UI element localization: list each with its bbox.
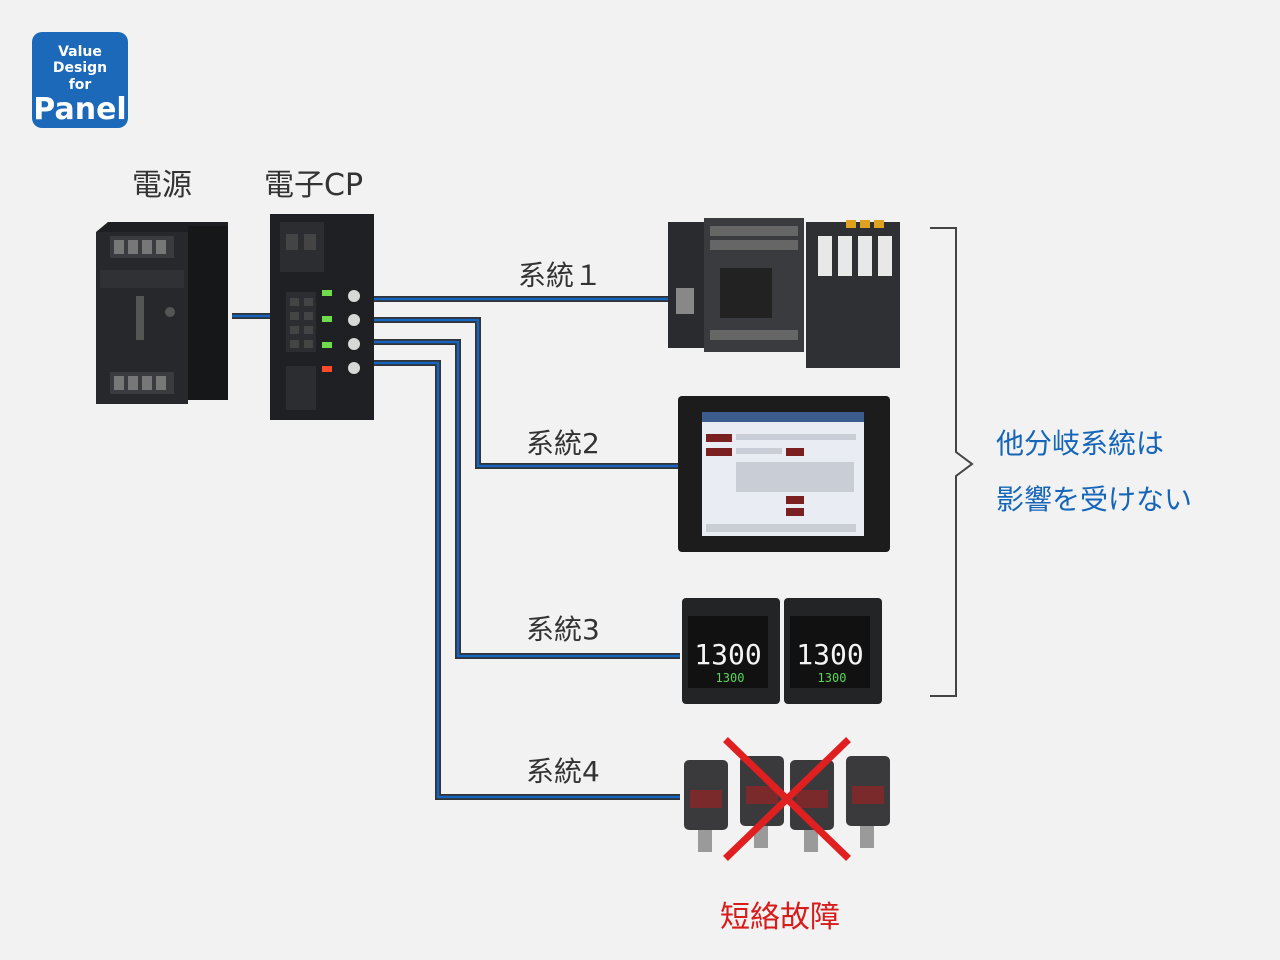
wire-system4 bbox=[366, 360, 680, 800]
wire-system3 bbox=[366, 339, 680, 659]
logo-line1: Value Design bbox=[52, 44, 108, 76]
svg-text:1300: 1300 bbox=[694, 638, 761, 671]
fault-cross-mark bbox=[723, 737, 851, 861]
note-line2: 影響を受けない bbox=[996, 483, 1193, 516]
value-design-logo: Value Design for Panel bbox=[32, 32, 128, 128]
temperature-controller-right: 1300 1300 bbox=[784, 598, 882, 704]
power-supply-label: 電源 bbox=[132, 168, 192, 203]
svg-text:1300: 1300 bbox=[796, 638, 863, 671]
note-text: 他分岐系統は 影響を受けない bbox=[996, 416, 1192, 528]
system3-label: 系統3 bbox=[526, 613, 600, 646]
sensor-1 bbox=[684, 760, 728, 852]
note-line1: 他分岐系統は bbox=[996, 427, 1165, 460]
electronic-cp-unit bbox=[270, 214, 374, 420]
system1-label: 系統１ bbox=[518, 259, 603, 292]
logo-line3: Panel bbox=[33, 92, 127, 127]
system2-label: 系統2 bbox=[526, 427, 600, 460]
right-brace bbox=[930, 227, 974, 697]
power-supply-unit bbox=[96, 222, 228, 404]
electronic-cp-label: 電子CP bbox=[264, 168, 364, 203]
logo-line2: for bbox=[68, 77, 92, 93]
hmi-touch-panel bbox=[678, 396, 890, 552]
photoelectric-sensors bbox=[684, 756, 890, 852]
fault-label: 短絡故障 bbox=[720, 900, 840, 935]
plc-controller bbox=[668, 218, 900, 368]
temperature-controller-left: 1300 1300 bbox=[682, 598, 780, 704]
svg-text:1300: 1300 bbox=[716, 671, 745, 685]
svg-text:1300: 1300 bbox=[818, 671, 847, 685]
sensor-4 bbox=[846, 756, 890, 848]
system4-label: 系統4 bbox=[526, 755, 600, 788]
wires bbox=[232, 296, 680, 800]
